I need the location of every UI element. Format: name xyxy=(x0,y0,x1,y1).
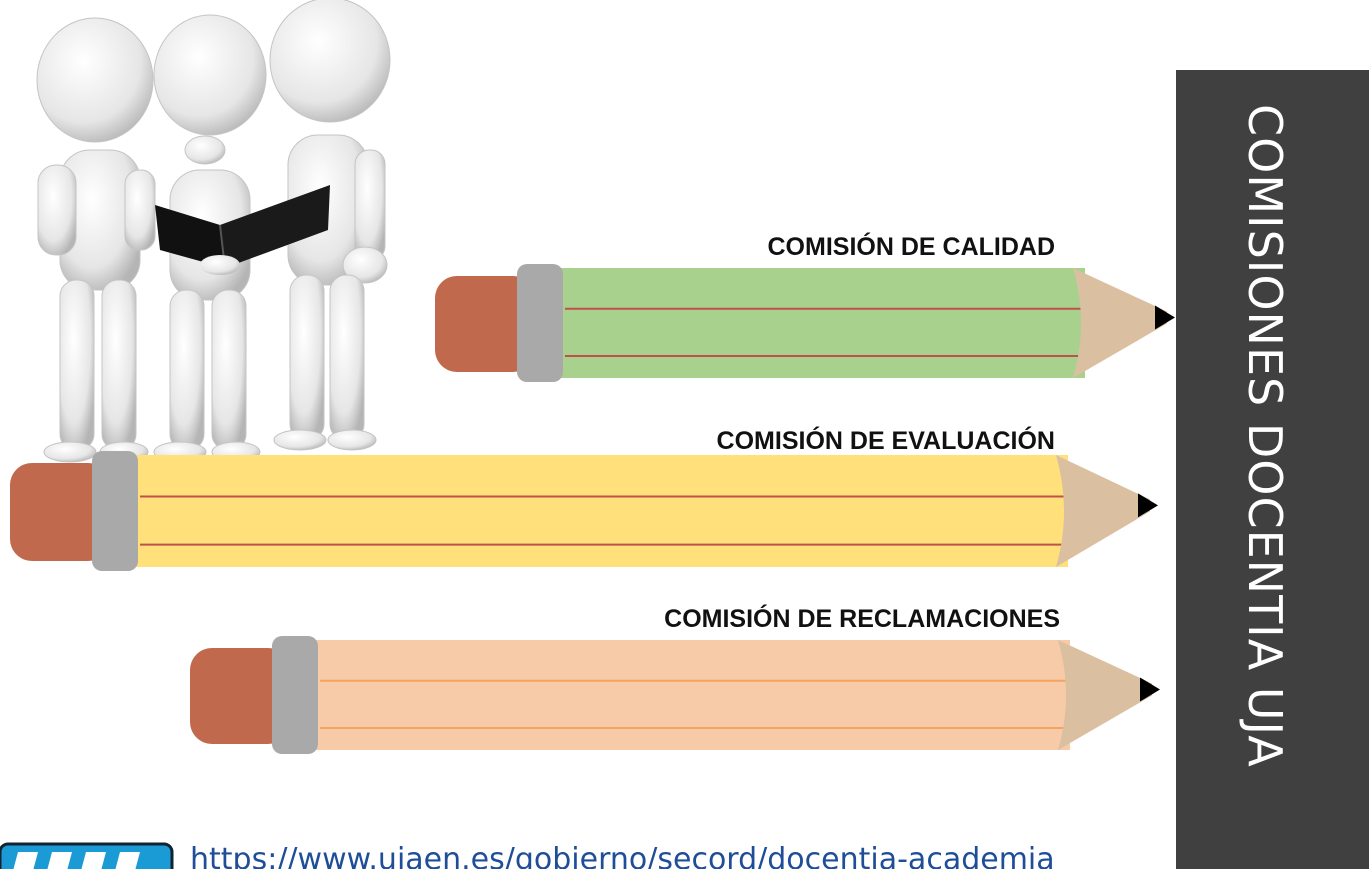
pencil-eraser xyxy=(435,276,535,372)
pencil-ferrule xyxy=(92,451,138,571)
pencil-eraser xyxy=(10,463,110,561)
pencil-ferrule xyxy=(272,636,318,754)
label-comision-evaluacion: COMISIÓN DE EVALUACIÓN xyxy=(716,427,1055,455)
three-figures-illustration xyxy=(36,0,391,463)
pencil-body xyxy=(550,268,1085,378)
pencil-lead-tip xyxy=(1155,305,1175,330)
pencil-wood-tip xyxy=(1056,455,1150,567)
pencil-evaluacion xyxy=(10,451,1158,571)
pencil-lead-tip xyxy=(1140,677,1160,702)
pencil-wood-tip xyxy=(1073,268,1167,378)
title-vertical-text: COMISIONES DOCENTIA UJA xyxy=(1238,104,1292,768)
pencil-ferrule xyxy=(517,264,563,382)
pencil-body xyxy=(305,640,1070,750)
label-comision-calidad: COMISIÓN DE CALIDAD xyxy=(767,233,1056,261)
pencil-calidad xyxy=(435,264,1175,382)
book-icon xyxy=(155,185,330,275)
pencil-body xyxy=(125,455,1068,567)
striped-badge-icon xyxy=(0,842,178,869)
title-panel xyxy=(1176,70,1369,869)
pencil-wood-tip xyxy=(1058,640,1152,750)
docentia-link[interactable]: https://www.ujaen.es/gobierno/secord/doc… xyxy=(190,842,1055,869)
pencil-lead-tip xyxy=(1138,493,1158,518)
pencil-reclamaciones xyxy=(190,636,1160,754)
pencil-eraser xyxy=(190,648,290,744)
label-comision-reclamaciones: COMISIÓN DE RECLAMACIONES xyxy=(664,605,1060,633)
